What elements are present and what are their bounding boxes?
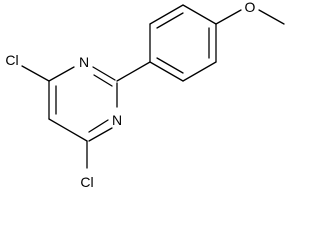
atom-label-cl-top: Cl xyxy=(5,52,18,68)
bond-n3-c2-double-inner xyxy=(93,74,113,87)
bond-c6-c5 xyxy=(48,118,88,142)
bond-c4-n3 xyxy=(48,66,75,82)
bond-c4-cl xyxy=(21,65,50,82)
bond-c5p-c6p xyxy=(182,61,217,82)
bond-c4p-o xyxy=(215,9,242,25)
atom-label-o-methoxy: O xyxy=(245,0,256,15)
bond-c2-c1prime xyxy=(116,61,151,82)
atom-label-n-top: N xyxy=(79,54,89,70)
bond-n1-c6-single xyxy=(88,127,113,142)
chloro-bonds xyxy=(21,65,88,169)
bond-c2p-c3p-single xyxy=(149,4,184,25)
chemical-structure-diagram: Cl N N Cl O xyxy=(5,0,285,190)
bond-c6p-c1p-single xyxy=(149,61,184,82)
bond-n1-c6-double-inner xyxy=(88,119,109,133)
bond-c6p-c1p-double-inner xyxy=(156,57,184,74)
atom-label-cl-bottom: Cl xyxy=(80,174,93,190)
bond-n3-c2-single xyxy=(92,66,116,81)
bond-c3p-c4p xyxy=(182,4,217,25)
bond-o-ch3 xyxy=(258,9,285,25)
pyrimidine-ring xyxy=(48,66,118,142)
atom-label-n-bottom: N xyxy=(112,112,122,128)
benzene-ring xyxy=(149,4,217,82)
methoxy-bonds xyxy=(215,9,285,25)
bond-c2p-c3p-double-inner xyxy=(156,12,184,29)
